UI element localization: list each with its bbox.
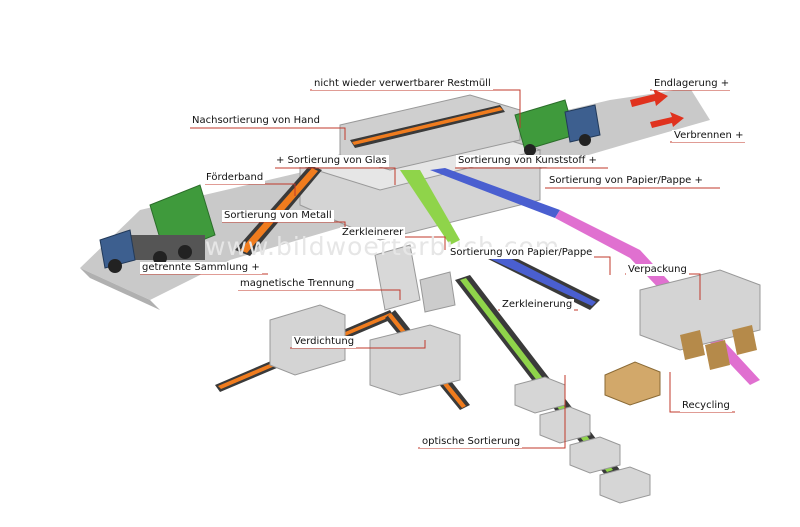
green-belt: [400, 170, 460, 245]
bale-3: [732, 325, 757, 355]
label-optisch: optische Sortierung: [420, 436, 523, 448]
endlagerung-arrow: [630, 89, 668, 107]
label-recycling: Recycling: [680, 400, 732, 412]
label-endlagerung: Endlagerung +: [652, 78, 732, 90]
label-metall: Sortierung von Metall: [222, 210, 334, 222]
packaging-box: [604, 361, 661, 406]
label-zerkleinerer: Zerkleinerer: [340, 227, 406, 239]
box-row-4: [599, 466, 651, 504]
label-nachsortierung: Nachsortierung von Hand: [190, 115, 322, 127]
bale-1: [680, 330, 705, 360]
bale-2: [705, 340, 730, 370]
magnet-unit: [419, 271, 456, 313]
label-foerderband: Förderband: [204, 172, 266, 184]
label-zerkleinerung: Zerkleinerung: [500, 299, 575, 311]
blue-belt-lower-stripe: [484, 252, 596, 306]
dump-truck: [99, 184, 216, 273]
compactor-box-middle: [369, 324, 461, 396]
label-papier-top: Sortierung von Papier/Pappe +: [547, 175, 705, 187]
label-glas: + Sortierung von Glas: [274, 155, 389, 167]
garbage-truck: [514, 99, 601, 156]
label-sammlung: getrennte Sammlung +: [140, 262, 262, 274]
packaging-frame: [639, 269, 761, 351]
blue-belt: [430, 168, 560, 218]
road-shadow: [80, 268, 160, 310]
label-verpackung: Verpackung: [626, 264, 689, 276]
verbrennen-arrow: [650, 112, 684, 128]
leader-lines: [140, 89, 745, 449]
label-kunststoff: Sortierung von Kunststoff +: [456, 155, 599, 167]
label-verbrennen: Verbrennen +: [672, 130, 746, 142]
label-magnetisch: magnetische Trennung: [238, 278, 357, 290]
manual-belt-orange: [352, 107, 503, 145]
label-verdichtung: Verdichtung: [292, 336, 357, 348]
label-restmuell: nicht wieder verwertbarer Restmüll: [312, 78, 493, 90]
box-row-3: [569, 436, 621, 474]
label-papier-mid: Sortierung von Papier/Pappe: [448, 247, 595, 259]
zerkleinerer-unit: [374, 244, 421, 311]
